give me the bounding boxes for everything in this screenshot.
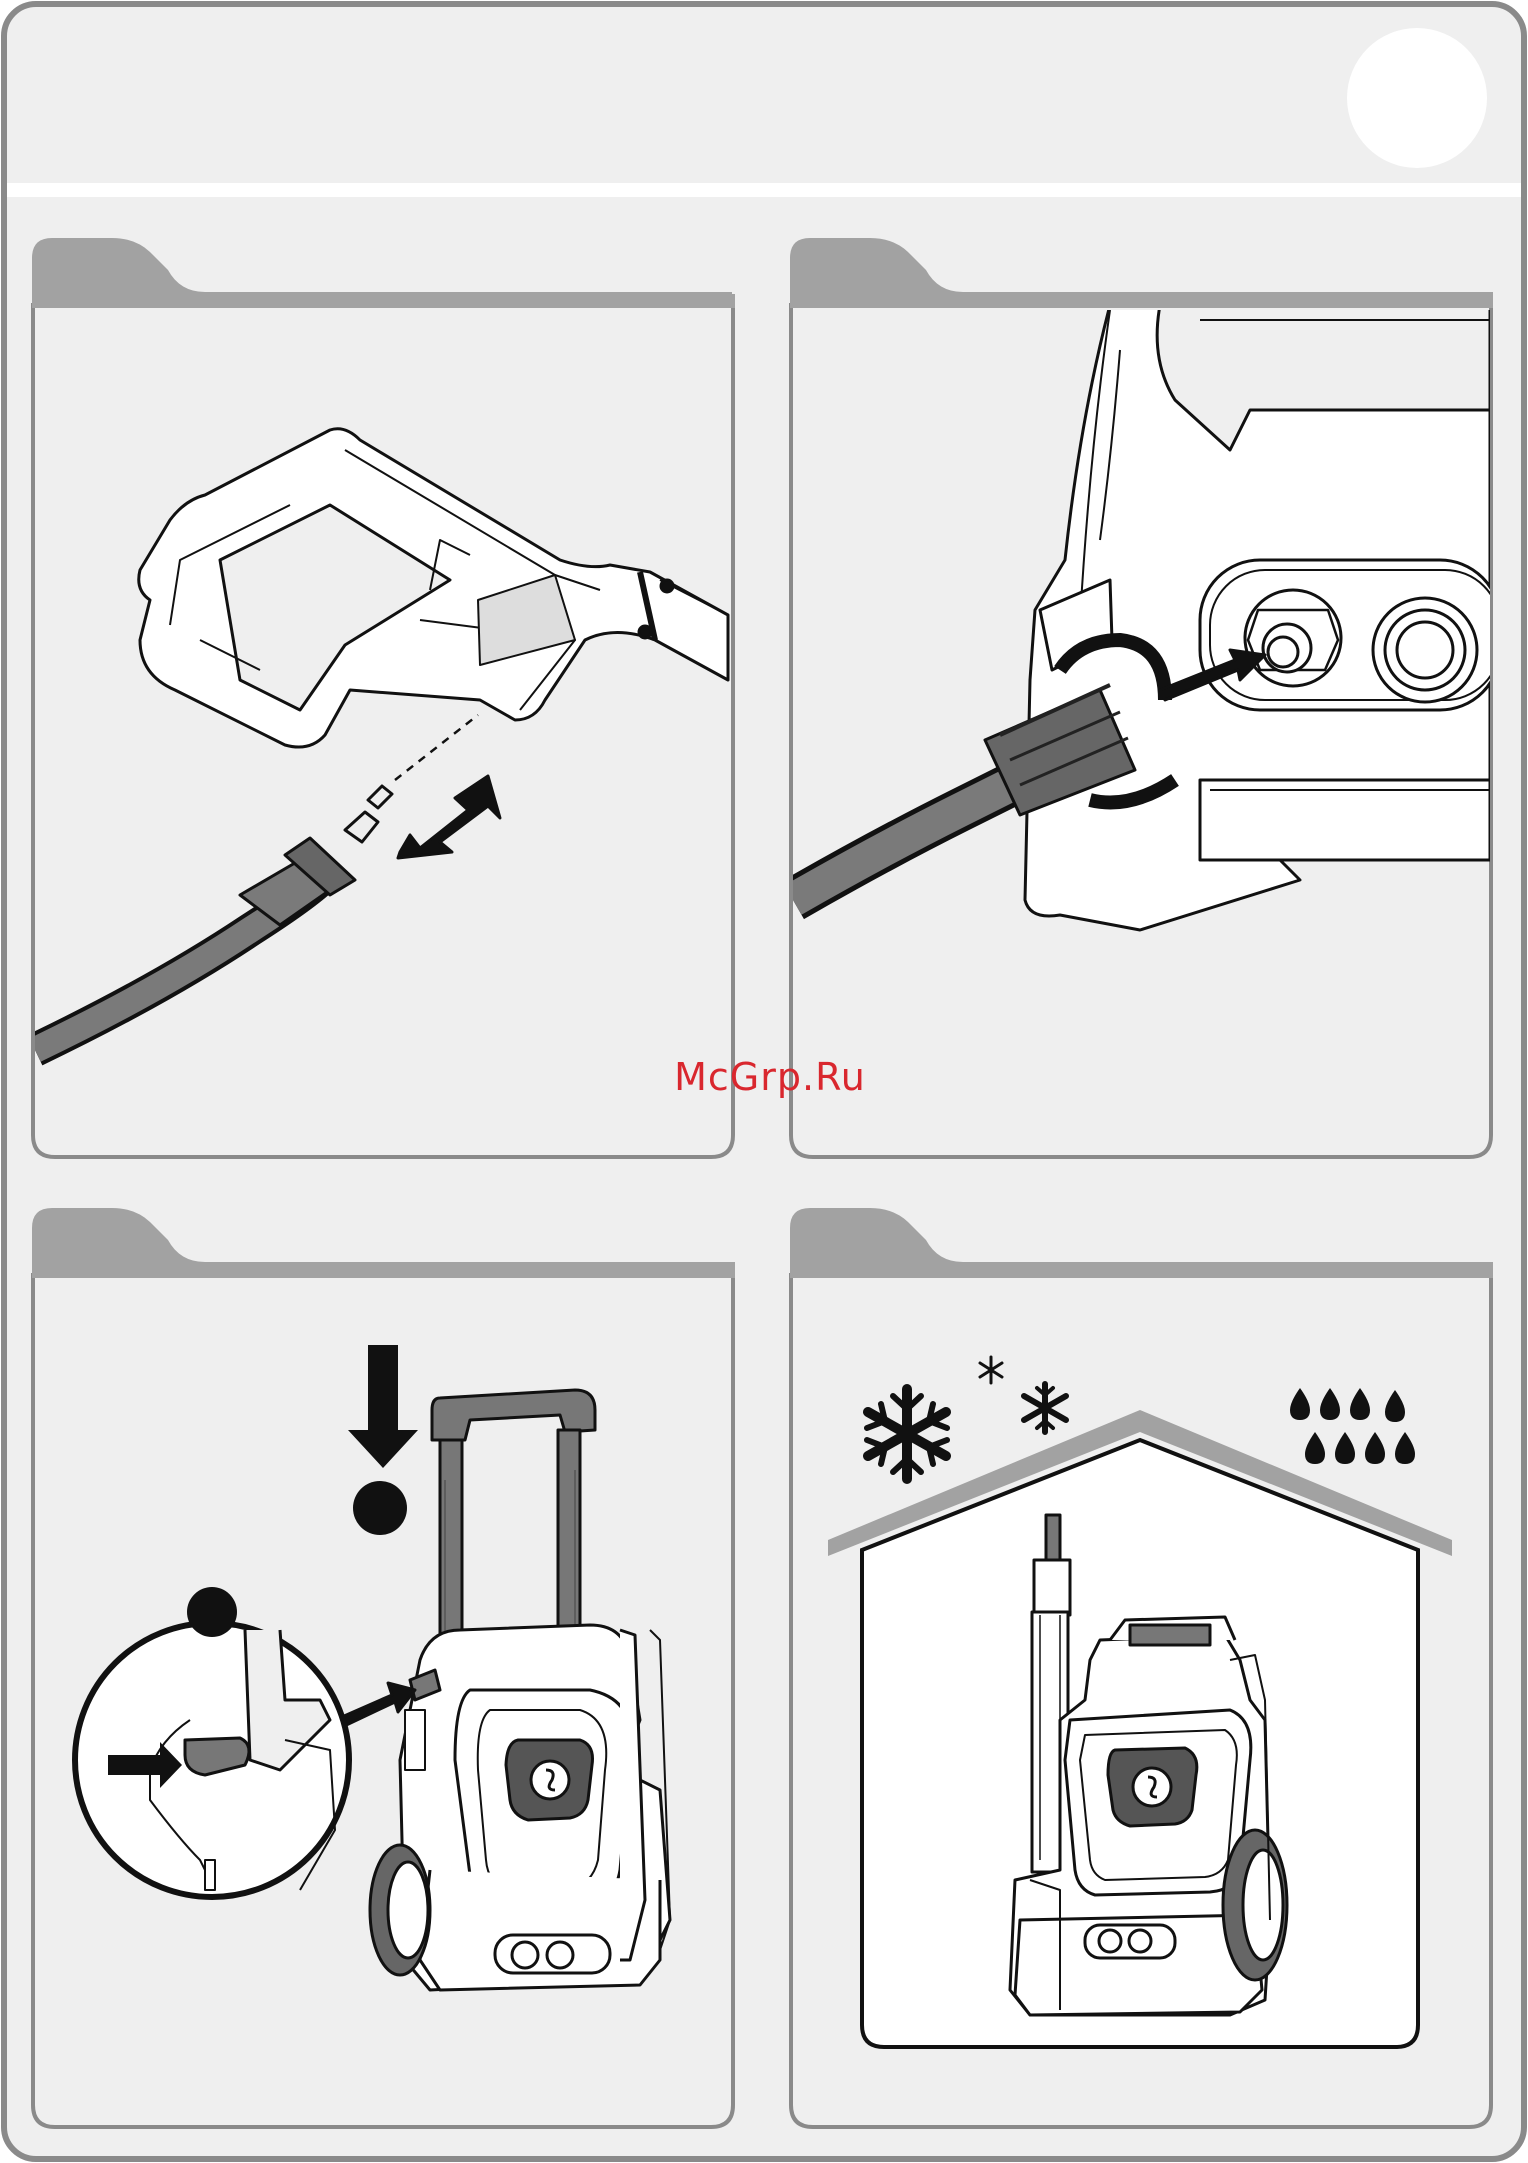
- panel-3: [32, 1208, 735, 2127]
- callout-dot-icon: [187, 1587, 237, 1637]
- panel-4: [790, 1208, 1493, 2127]
- callout-dot-icon: [353, 1481, 407, 1535]
- step-number-circle: [1347, 28, 1487, 168]
- panel-2: [790, 238, 1500, 1157]
- panel-1: [32, 238, 735, 1157]
- panel-1-border: [33, 305, 733, 1157]
- watermark-text: McGrp.Ru: [640, 1055, 900, 1099]
